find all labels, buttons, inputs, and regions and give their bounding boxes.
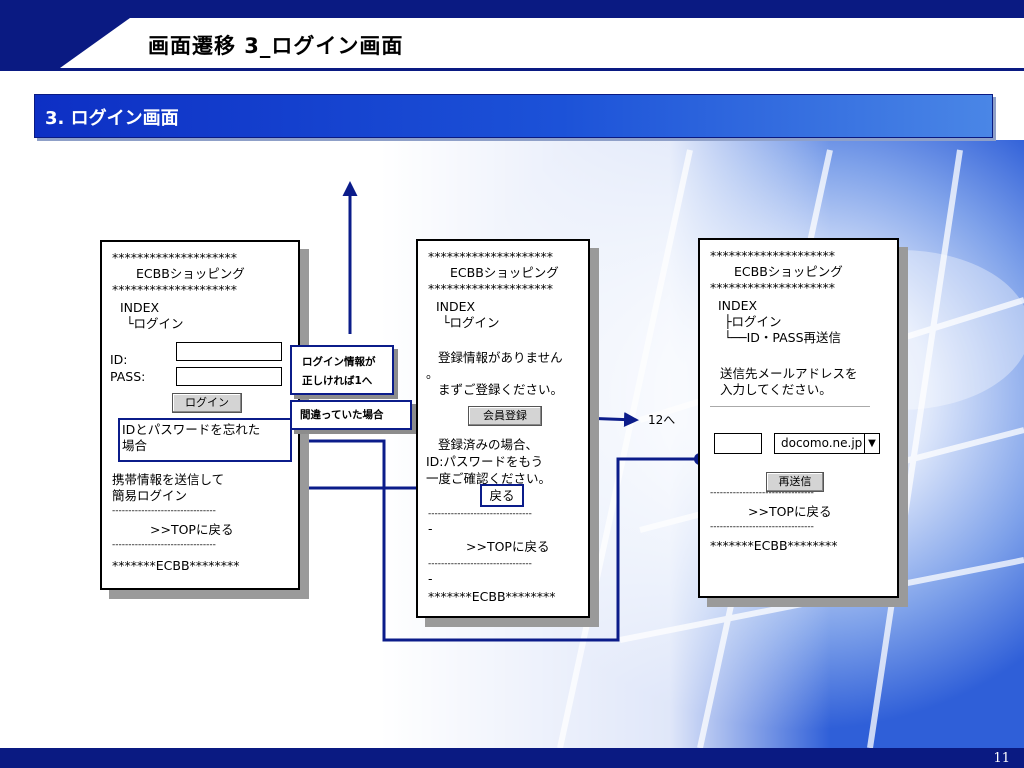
callout-wrong: 間違っていた場合 bbox=[290, 400, 412, 430]
divider-tail: - bbox=[428, 521, 433, 536]
tree-corner-icon: └ bbox=[126, 316, 134, 331]
back-button[interactable]: 戻る bbox=[480, 484, 524, 507]
divider: -------------------------------- bbox=[112, 506, 216, 516]
connector-forgot bbox=[290, 439, 700, 642]
header-band bbox=[0, 0, 1024, 71]
message-line1: 送信先メールアドレスを bbox=[720, 366, 858, 381]
tree-corner-icon: └── bbox=[724, 330, 747, 345]
message-line2: まずご登録ください。 bbox=[438, 382, 564, 397]
callout-correct-line2: 正しければ1へ bbox=[302, 375, 373, 387]
divider-line bbox=[710, 406, 870, 407]
footer-text: *******ECBB******** bbox=[112, 558, 240, 573]
top-link[interactable]: >>TOPに戻る bbox=[748, 504, 832, 519]
shop-name: ECBBショッピング bbox=[450, 265, 559, 280]
stars-top: ******************** bbox=[112, 250, 237, 265]
id-label: ID: bbox=[110, 352, 128, 367]
password-input[interactable] bbox=[176, 367, 282, 386]
breadcrumb-sub: └──ID・PASS再送信 bbox=[724, 330, 842, 345]
pass-label: PASS: bbox=[110, 369, 146, 384]
section-banner: 3. ログイン画面 bbox=[34, 94, 993, 138]
mobile-login-line2[interactable]: 簡易ログイン bbox=[112, 488, 188, 503]
footer-text: *******ECBB******** bbox=[428, 589, 556, 604]
breadcrumb: └ログイン bbox=[442, 315, 500, 330]
forgot-line1: IDとパスワードを忘れた bbox=[122, 422, 261, 437]
id-input[interactable] bbox=[176, 342, 282, 361]
shop-name: ECBBショッピング bbox=[734, 264, 843, 279]
phone-resend: ******************** ECBBショッピング ********… bbox=[698, 238, 899, 598]
tree-tee-icon: ├ bbox=[724, 314, 732, 329]
stars-top: ******************** bbox=[710, 248, 835, 263]
message-line1: 登録情報がありません bbox=[438, 350, 563, 365]
phone-error: ******************** ECBBショッピング ********… bbox=[416, 239, 590, 618]
callout-correct-line1: ログイン情報が bbox=[302, 356, 376, 368]
breadcrumb: └ログイン bbox=[126, 316, 184, 331]
login-button[interactable]: ログイン bbox=[172, 393, 242, 413]
page-number: 11 bbox=[993, 751, 1010, 766]
index-label: INDEX bbox=[718, 298, 758, 313]
resend-button[interactable]: 再送信 bbox=[766, 472, 824, 492]
stars-mid: ******************** bbox=[112, 282, 237, 297]
stars-mid: ******************** bbox=[710, 280, 835, 295]
section-title: 3. ログイン画面 bbox=[45, 108, 179, 129]
tree-corner-icon: └ bbox=[442, 315, 450, 330]
top-link[interactable]: >>TOPに戻る bbox=[466, 539, 550, 554]
message-dot: 。 bbox=[426, 366, 439, 381]
breadcrumb: ├ログイン bbox=[724, 314, 782, 329]
callout-correct: ログイン情報が 正しければ1へ bbox=[290, 345, 394, 395]
message-line4: ID:パスワードをもう bbox=[426, 454, 544, 469]
page-title: 画面遷移 3_ログイン画面 bbox=[148, 34, 404, 58]
divider: -------------------------------- bbox=[710, 522, 814, 532]
register-button[interactable]: 会員登録 bbox=[468, 406, 542, 426]
phone-login: ******************** ECBBショッピング ********… bbox=[100, 240, 300, 590]
stars-top: ******************** bbox=[428, 249, 553, 264]
divider: -------------------------------- bbox=[428, 559, 532, 569]
stars-mid: ******************** bbox=[428, 281, 553, 296]
divider: -------------------------------- bbox=[428, 509, 532, 519]
forgot-link-box[interactable]: IDとパスワードを忘れた 場合 bbox=[118, 418, 292, 462]
divider-tail: - bbox=[428, 571, 433, 586]
message-line3: 登録済みの場合、 bbox=[438, 437, 539, 452]
message-line2: 入力してください。 bbox=[720, 382, 832, 397]
forgot-line2: 場合 bbox=[122, 438, 148, 453]
footer-text: *******ECBB******** bbox=[710, 538, 838, 553]
divider: -------------------------------- bbox=[710, 488, 814, 498]
index-label: INDEX bbox=[436, 299, 476, 314]
footer-band bbox=[0, 748, 1024, 768]
message-line5: 一度ご確認ください。 bbox=[426, 471, 552, 486]
dropdown-arrow-icon: ▼ bbox=[864, 434, 879, 453]
domain-select[interactable]: docomo.ne.jp ▼ bbox=[774, 433, 880, 454]
callout-wrong-text: 間違っていた場合 bbox=[300, 409, 384, 421]
top-link[interactable]: >>TOPに戻る bbox=[150, 522, 234, 537]
mobile-login-line1[interactable]: 携帯情報を送信して bbox=[112, 472, 225, 487]
shop-name: ECBBショッピング bbox=[136, 266, 245, 281]
divider: -------------------------------- bbox=[112, 540, 216, 550]
email-local-input[interactable] bbox=[714, 433, 762, 454]
goto-12-label: 12へ bbox=[648, 413, 676, 427]
index-label: INDEX bbox=[120, 300, 160, 315]
